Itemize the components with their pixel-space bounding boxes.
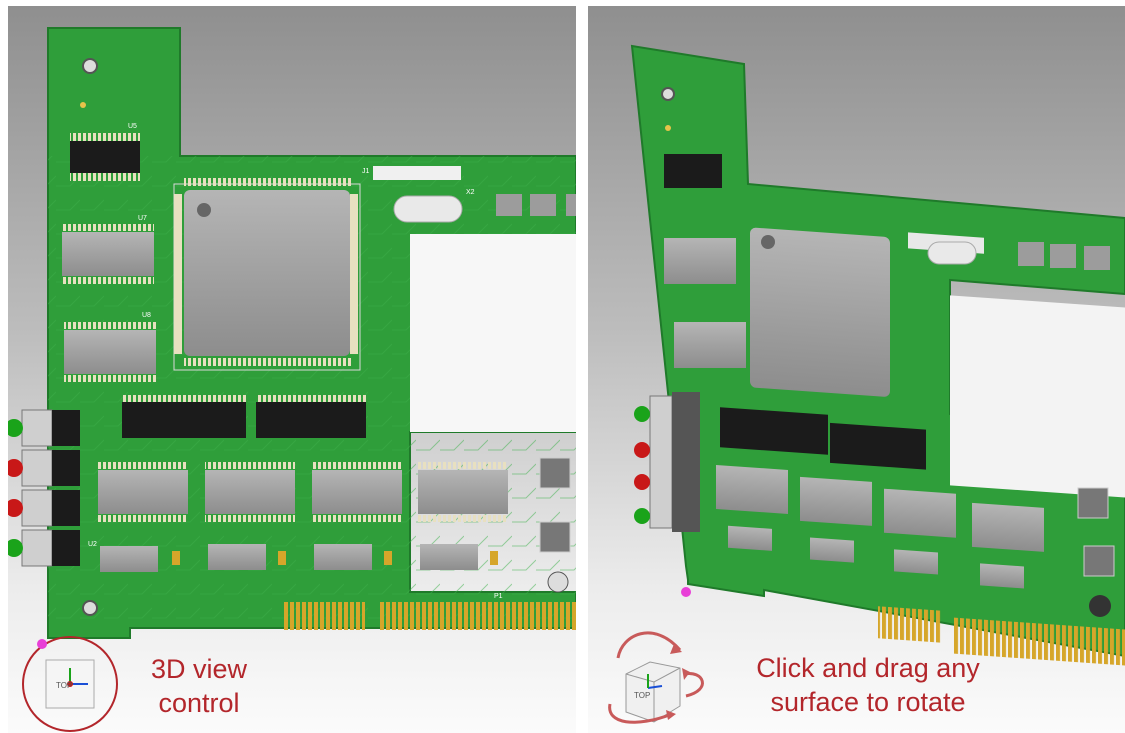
rotate-arrow-right (683, 672, 704, 698)
rotate-cube-icon[interactable]: TOP (596, 614, 714, 732)
rotate-cube-face-label: TOP (634, 691, 650, 700)
chip-u5 (70, 141, 140, 173)
ic-black-1 (122, 402, 246, 438)
label-u2: U2 (88, 541, 97, 548)
panel-divider (576, 0, 588, 733)
rotate-caption-line-2: surface to rotate (770, 687, 966, 717)
chip-u7 (62, 232, 154, 276)
led-bank-3d (634, 392, 700, 532)
edge-connector-right (378, 602, 576, 630)
chip-u2 (100, 546, 158, 572)
top-view-panel[interactable]: U5 J1 X2 U7 U8 (8, 6, 576, 733)
3d-view-control[interactable]: TOP (20, 634, 120, 733)
rotate-instruction-caption: Click and drag any surface to rotate (718, 651, 1018, 719)
label-j1: J1 (362, 168, 370, 175)
label-x2: X2 (466, 189, 475, 196)
rotate-arrow-bottom (608, 703, 673, 724)
3d-view-control-caption: 3D view control (134, 652, 264, 720)
chip-row-2 (205, 470, 295, 514)
rotated-view-panel[interactable]: TOP Click and drag any surface to rotate (588, 6, 1125, 733)
rotate-arrow-top (616, 631, 682, 659)
chip-row-3 (312, 470, 402, 514)
label-u5: U5 (128, 123, 137, 130)
connector-j1 (373, 166, 461, 180)
caption-line-1: 3D view (150, 654, 248, 684)
ic-black-2 (256, 402, 366, 438)
cube-face-label: TOP (56, 681, 72, 690)
caption-line-2: control (158, 688, 240, 718)
3d-view-cube-rotate[interactable]: TOP (596, 614, 714, 732)
chip-row-4 (418, 470, 508, 514)
mounting-hole-top (82, 58, 98, 74)
chip-row-1 (98, 470, 188, 514)
chip-u6 (184, 190, 350, 356)
led-bank (8, 409, 80, 567)
label-p1: P1 (494, 593, 503, 600)
pcb-top-view[interactable]: U5 J1 X2 U7 U8 (8, 6, 576, 733)
view-cube-icon[interactable]: TOP (20, 634, 120, 733)
board-cutout-3d (950, 295, 1125, 498)
crystal-x2 (393, 195, 463, 223)
chip-u8 (64, 330, 156, 374)
mounting-hole-bottom (82, 600, 98, 616)
pcb-rotated-view[interactable] (588, 6, 1125, 733)
rotate-caption-line-1: Click and drag any (756, 653, 980, 683)
board-cutout (410, 234, 576, 432)
label-u8: U8 (142, 312, 151, 319)
label-u7: U7 (138, 215, 147, 222)
edge-connector-left (283, 602, 365, 630)
